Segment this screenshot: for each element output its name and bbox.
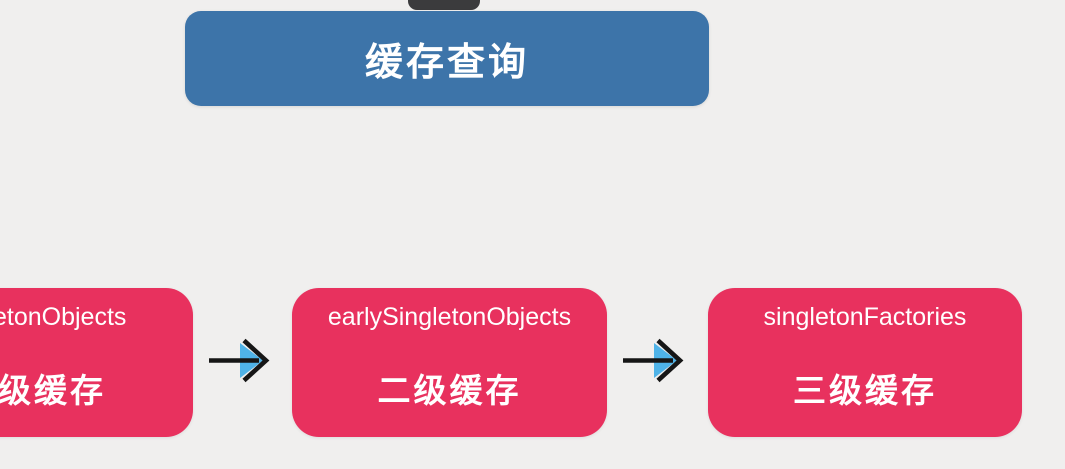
node-subtitle: 一级缓存 <box>0 372 106 409</box>
node-title: earlySingletonObjects <box>327 303 572 331</box>
flow-node-level3-cache: singletonFactories 三级缓存 <box>708 288 1022 437</box>
flow-node-level1-cache: singletonObjects 一级缓存 <box>0 288 193 437</box>
cache-query-label: 缓存查询 <box>364 42 529 84</box>
arrow-right-icon <box>623 338 684 383</box>
arrow-head <box>242 338 270 383</box>
clipped-top-box <box>408 0 480 10</box>
cache-query-box: 缓存查询 <box>185 11 709 106</box>
node-title: singletonFactories <box>763 303 967 331</box>
arrow-right-icon <box>209 338 270 383</box>
node-subtitle: 二级缓存 <box>377 372 522 409</box>
arrow-head <box>656 338 684 383</box>
flow-node-level2-cache: earlySingletonObjects 二级缓存 <box>292 288 607 437</box>
node-title: singletonObjects <box>0 303 127 331</box>
node-subtitle: 三级缓存 <box>793 372 937 409</box>
